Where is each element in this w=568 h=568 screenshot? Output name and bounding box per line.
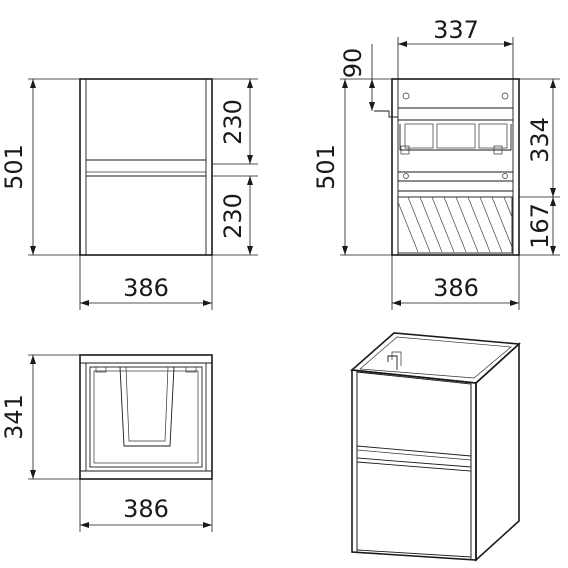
section-height-dimension: 501	[312, 79, 392, 256]
section-wall-bracket	[374, 110, 398, 118]
section-top-label: 337	[433, 16, 479, 44]
front-view: 501 230 230 386	[0, 78, 258, 310]
iso-upper-drawer	[356, 371, 472, 468]
section-upper-label: 334	[526, 117, 554, 163]
section-lower-label: 167	[526, 203, 554, 249]
section-right-dimensions: 334 167	[519, 78, 560, 256]
top-width-label: 386	[123, 495, 169, 523]
section-width-dimension: 386	[391, 255, 520, 310]
iso-lower-drawer	[356, 461, 472, 558]
front-cabinet-outline	[79, 78, 213, 256]
section-offset-dimension: 90	[339, 44, 392, 111]
section-hole-mid-left	[403, 173, 409, 179]
front-upper-drawer-label: 230	[219, 99, 247, 145]
iso-side-face	[475, 342, 520, 562]
section-top-dimension: 337	[397, 16, 514, 79]
front-drawer-dimensions: 230 230	[212, 78, 258, 256]
section-hole-right	[501, 92, 509, 100]
iso-siphon-bracket	[387, 355, 398, 370]
section-hole-left	[402, 92, 410, 100]
top-view: 341 386	[0, 354, 213, 532]
iso-front-face	[351, 369, 477, 561]
front-width-label: 386	[123, 274, 169, 302]
isometric-view	[350, 332, 521, 562]
front-height-label: 501	[0, 144, 28, 190]
section-cabinet-outline	[391, 78, 520, 256]
section-offset-label: 90	[339, 48, 367, 79]
top-drawer-box	[89, 366, 203, 468]
front-width-dimension: 386	[79, 255, 213, 310]
top-depth-dimension: 341	[0, 354, 80, 480]
front-lower-drawer-label: 230	[219, 193, 247, 239]
section-hole-mid-right	[502, 173, 508, 179]
front-height-dimension: 501	[0, 78, 80, 256]
top-depth-label: 341	[0, 394, 28, 440]
top-width-dimension: 386	[79, 479, 213, 532]
section-height-label: 501	[312, 144, 340, 190]
section-lower-drawer	[397, 190, 513, 254]
section-width-label: 386	[433, 274, 479, 302]
section-upper-drawer	[398, 119, 513, 155]
section-view: 337 90 501 334	[312, 16, 560, 310]
top-siphon-cutout	[119, 366, 175, 447]
top-cabinet-outline	[79, 354, 213, 480]
